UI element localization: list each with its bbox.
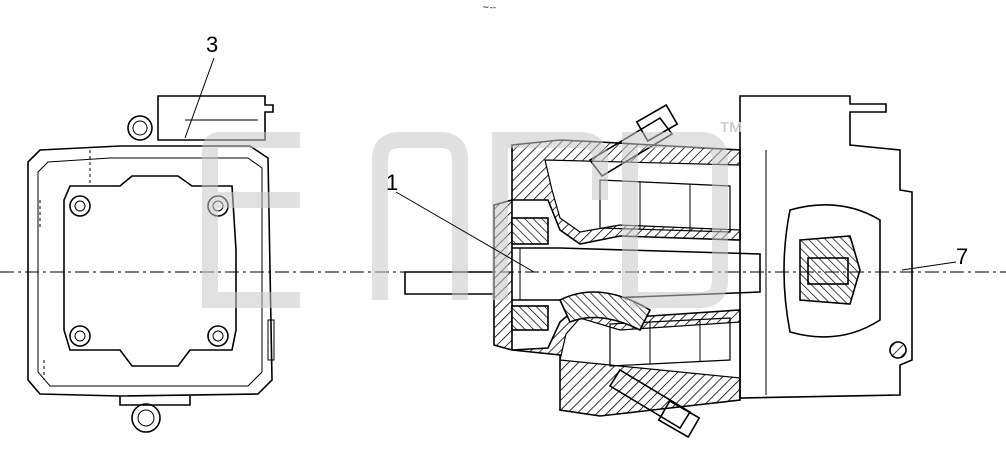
section-view [404, 95, 913, 439]
callout-3-label: 3 [206, 32, 218, 57]
callout-7-label: 7 [956, 244, 968, 269]
callout-1-leader [395, 191, 535, 273]
rear-housing [739, 95, 913, 399]
top-mark: ~-- [482, 3, 496, 13]
shaft-seal [511, 217, 549, 245]
cylinder-block [599, 179, 731, 233]
callout-1-label: 1 [386, 170, 398, 195]
watermark-logo [202, 132, 728, 308]
callout-7-leader [901, 261, 957, 271]
callout-1: 1 [386, 170, 535, 273]
port-plate [783, 204, 881, 338]
plug-bottom [131, 403, 161, 433]
callout-3: 3 [184, 32, 218, 139]
callout-7: 7 [901, 244, 968, 271]
piston-bottom [608, 368, 692, 430]
cover-plate [63, 175, 237, 367]
swash-plate [558, 291, 652, 332]
plug-top [127, 115, 153, 141]
callout-3-leader [184, 57, 215, 139]
top-fitting-block [157, 95, 274, 141]
trademark-symbol: ™ [718, 116, 744, 146]
